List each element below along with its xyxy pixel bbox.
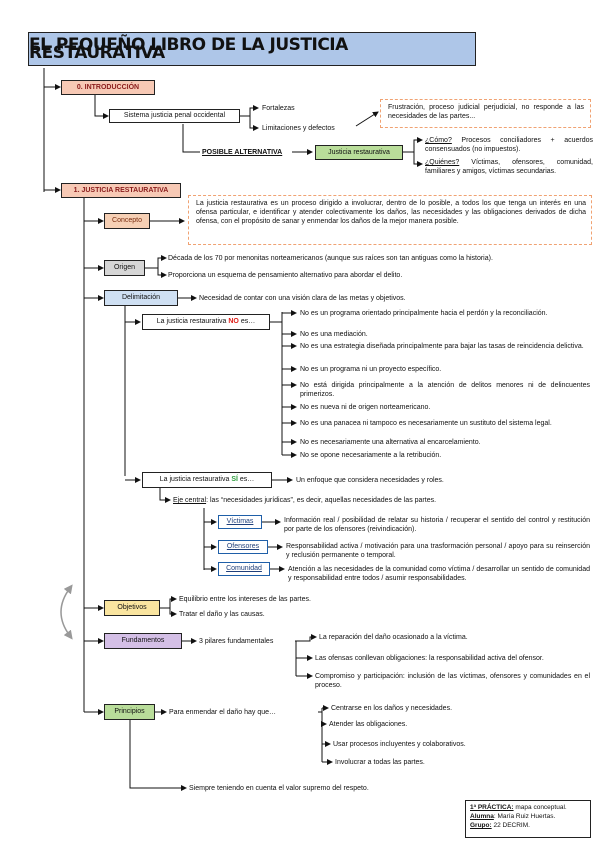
ofensores-label: Ofensores [226, 543, 260, 550]
si-prefix: La justicia restaurativa [159, 476, 232, 483]
comunidad-text: Atención a las necesidades de la comunid… [288, 566, 590, 582]
si-es-node: La justicia restaurativa SÍ es… [142, 472, 272, 488]
principios-item-2: Atender las obligaciones. [329, 721, 408, 728]
quienes-label: ¿Quiénes? [425, 159, 460, 166]
credit-grupo-label: Grupo: [470, 822, 492, 829]
credit-line-3: Grupo: 22 DECRIM. [470, 821, 586, 830]
credit-grupo-text: 22 DECRIM. [491, 822, 530, 829]
no-suffix: es… [238, 318, 256, 325]
credit-line-2: Alumna: María Ruiz Huertas. [470, 812, 586, 821]
eje-text: : las “necesidades jurídicas”, es decir,… [206, 497, 437, 504]
objetivos-item-2: Tratar el daño y las causas. [179, 611, 265, 618]
no-item-8: No es necesariamente una alternativa al … [300, 439, 481, 446]
concepto-text: La justicia restaurativa es un proceso d… [196, 200, 586, 225]
fundamentos-label: Fundamentos [121, 637, 165, 644]
si-word: SÍ [231, 476, 238, 483]
principios-item-4: Involucrar a todas las partes. [335, 759, 425, 766]
section1-node: 1. JUSTICIA RESTAURATIVA [61, 183, 181, 198]
no-item-9: No se opone necesariamente a la retribuc… [300, 452, 442, 459]
justicia-restaurativa-node: Justicia restaurativa [315, 145, 403, 160]
concepto-box [188, 195, 592, 245]
no-item-7: No es una panacea ni tampoco es necesari… [300, 420, 552, 427]
no-es-node: La justicia restaurativa NO es… [142, 314, 270, 330]
origen-item-1: Década de los 70 por menonitas norteamer… [168, 255, 493, 262]
sistema-label: Sistema justicia penal occidental [123, 112, 226, 119]
concepto-label: Concepto [112, 217, 142, 224]
principios-label: Principios [114, 708, 145, 715]
objetivos-node: Objetivos [104, 600, 160, 616]
credit-line-1: 1ª PRÁCTICA: mapa conceptual. [470, 803, 586, 812]
comunidad-label: Comunidad [226, 565, 262, 572]
como-body: Procesos conciliadores + acuerdos consen… [425, 137, 593, 153]
principios-para: Para enmendar el daño hay que… [169, 709, 277, 716]
sistema-node: Sistema justicia penal occidental [109, 109, 240, 123]
credit-alumna-label: Alumna [470, 813, 494, 820]
victimas-text: Información real / posibilidad de relata… [284, 517, 590, 533]
victimas-label: Víctimas [226, 518, 254, 525]
delimitacion-necesidad: Necesidad de contar con una visión clara… [199, 295, 406, 302]
no-item-4: No es un programa ni un proyecto específ… [300, 366, 442, 373]
credit-box: 1ª PRÁCTICA: mapa conceptual. Alumna: Ma… [465, 800, 591, 838]
fundamentos-item-2: Las ofensas conllevan obligaciones: la r… [315, 655, 544, 662]
no-item-1: No es un programa orientado principalmen… [300, 310, 548, 317]
origen-item-2: Proporciona un esquema de pensamiento al… [168, 272, 403, 279]
credit-alumna-text: : María Ruiz Huertas. [493, 813, 556, 820]
frustracion-text: Frustración, proceso judicial perjudicia… [388, 104, 584, 120]
comunidad-node: Comunidad [218, 562, 270, 576]
fortalezas-text: Fortalezas [262, 105, 295, 112]
si-suffix: es… [237, 476, 255, 483]
no-word: NO [228, 318, 239, 325]
section1-label: 1. JUSTICIA RESTAURATIVA [73, 186, 169, 194]
principios-node: Principios [104, 704, 155, 720]
no-item-3: No es una estrategia diseñada principalm… [300, 343, 584, 350]
credit-practica-label: 1ª PRÁCTICA: [470, 804, 514, 811]
no-item-6: No es nueva ni de origen norteamericano. [300, 404, 431, 411]
delimitacion-label: Delimitación [121, 294, 161, 301]
concepto-node: Concepto [104, 213, 150, 229]
page-title-text: EL PEQUEÑO LIBRO DE LA JUSTICIA RESTAURA… [29, 35, 348, 63]
como-text: ¿Cómo? Procesos conciliadores + acuerdos… [425, 136, 593, 154]
no-item-5: No está dirigida principalmente a la ate… [300, 382, 590, 398]
eje-label: Eje central [173, 497, 207, 504]
justicia-restaurativa-label: Justicia restaurativa [328, 148, 390, 156]
si-text: Un enfoque que considera necesidades y r… [296, 477, 444, 484]
eje-central: Eje central: las “necesidades jurídicas”… [173, 496, 436, 505]
principios-siempre: Siempre teniendo en cuenta el valor supr… [189, 785, 369, 792]
objetivos-label: Objetivos [117, 604, 147, 611]
delimitacion-node: Delimitación [104, 290, 178, 306]
fundamentos-node: Fundamentos [104, 633, 182, 649]
principios-item-1: Centrarse en los daños y necesidades. [331, 705, 453, 712]
fundamentos-item-3: Compromiso y participación: inclusión de… [315, 673, 590, 689]
origen-node: Origen [104, 260, 145, 276]
objetivos-item-1: Equilibrio entre los intereses de las pa… [179, 596, 311, 603]
intro-label: 0. INTRODUCCIÓN [76, 83, 140, 91]
fundamentos-pilares: 3 pilares fundamentales [199, 638, 274, 645]
ofensores-node: Ofensores [218, 540, 268, 554]
posible-alternativa: POSIBLE ALTERNATIVA [202, 149, 283, 156]
no-item-2: No es una mediación. [300, 331, 368, 338]
page-title: EL PEQUEÑO LIBRO DE LA JUSTICIA RESTAURA… [28, 32, 476, 66]
credit-practica-text: mapa conceptual. [513, 804, 567, 811]
no-prefix: La justicia restaurativa [156, 318, 229, 325]
ofensores-text: Responsabilidad activa / motivación para… [286, 543, 590, 559]
origen-label: Origen [113, 264, 135, 271]
intro-node: 0. INTRODUCCIÓN [61, 80, 155, 95]
como-label: ¿Cómo? [425, 137, 452, 144]
fundamentos-item-1: La reparación del daño ocasionado a la v… [319, 634, 468, 641]
principios-item-3: Usar procesos incluyentes y colaborativo… [333, 741, 466, 748]
victimas-node: Víctimas [218, 515, 262, 529]
quienes-body: Víctimas, ofensores, comunidad, familiar… [425, 159, 593, 175]
si-es-label: La justicia restaurativa SÍ es… [160, 476, 255, 484]
no-es-label: La justicia restaurativa NO es… [157, 318, 255, 326]
frustracion-box [380, 99, 591, 128]
limitaciones-text: Limitaciones y defectos [262, 125, 335, 132]
quienes-text: ¿Quiénes? Víctimas, ofensores, comunidad… [425, 158, 593, 176]
